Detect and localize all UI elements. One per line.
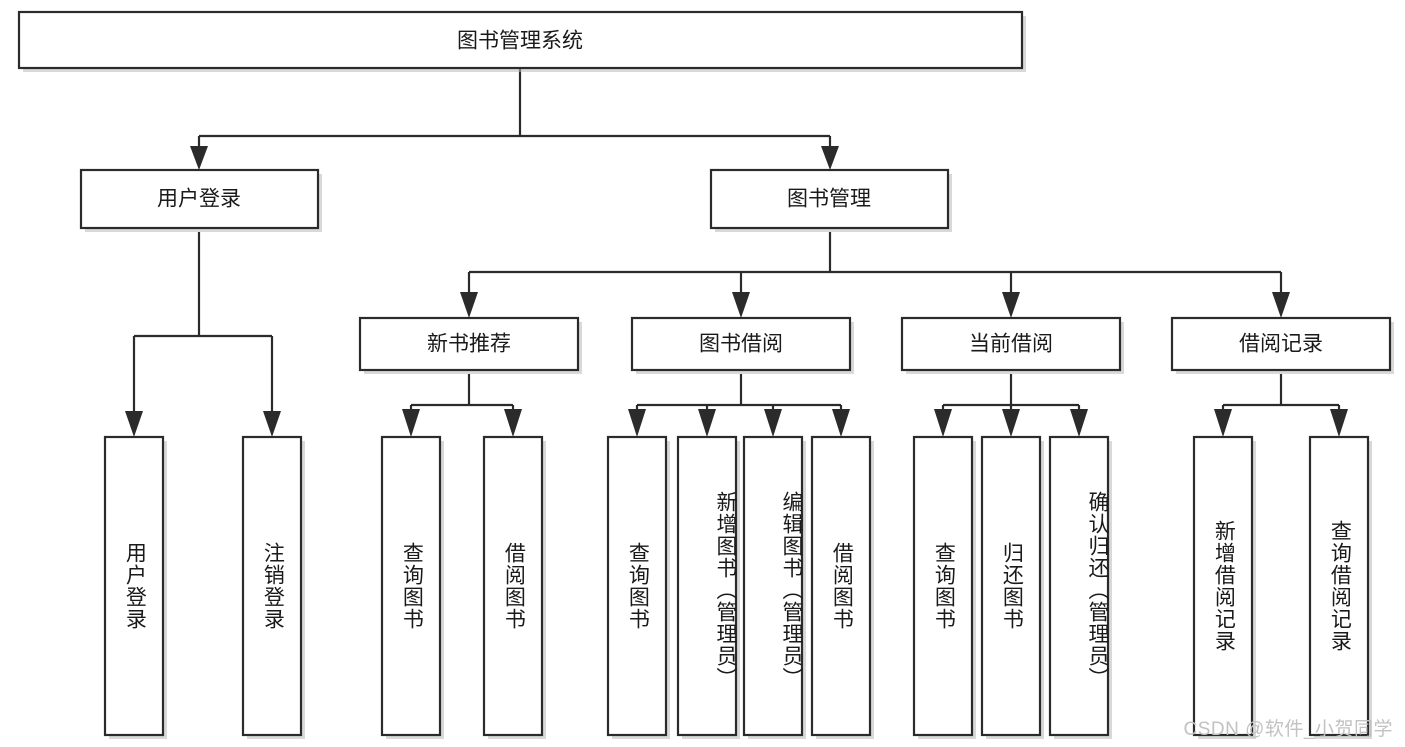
arrow-newbook-leaf-2 <box>504 409 522 437</box>
node-current-borrow-label: 当前借阅 <box>969 333 1053 356</box>
leaf-borrow-record-2[interactable] <box>1308 435 1372 739</box>
leaf-book-borrow-4[interactable] <box>810 435 874 739</box>
leaf-user-login-2[interactable] <box>241 435 305 739</box>
leaf-borrow-record-2-rect <box>1308 435 1370 737</box>
node-current-borrow-rect <box>900 316 1122 372</box>
leaf-book-borrow-3-rect <box>742 435 804 737</box>
arrow-currentborrow-leaf-1 <box>934 409 952 437</box>
arrow-to-bookmgmt <box>821 146 839 170</box>
leaf-user-login-1[interactable] <box>103 435 167 739</box>
leaf-user-login-1-rect <box>103 435 165 737</box>
arrow-to-newbook <box>460 292 478 318</box>
node-user-login-label: 用户登录 <box>157 188 241 211</box>
node-book-borrow-label: 图书借阅 <box>699 333 783 356</box>
node-book-borrow-rect <box>630 316 852 372</box>
connectors-newbook <box>402 374 522 437</box>
arrow-userlogin-leaf-2 <box>263 411 281 437</box>
csdn-watermark: CSDN @软件_小贺同学 <box>1183 719 1393 740</box>
leaf-user-login-2-rect <box>241 435 303 737</box>
arrow-to-userlogin <box>190 146 208 170</box>
leaf-current-borrow-2-rect <box>980 435 1042 737</box>
node-new-book-recommend[interactable]: 新书推荐 <box>358 316 582 374</box>
node-new-book-recommend-label: 新书推荐 <box>427 333 511 356</box>
leaf-new-book-1[interactable] <box>380 435 444 739</box>
leaf-current-borrow-1-rect <box>912 435 974 737</box>
leaf-new-book-2-rect <box>482 435 544 737</box>
leaf-book-borrow-3[interactable] <box>742 435 806 739</box>
leaf-new-book-1-rect <box>380 435 442 737</box>
leaf-book-borrow-2[interactable] <box>676 435 740 739</box>
arrow-bookborrow-leaf-3 <box>764 409 782 437</box>
leaf-book-borrow-2-rect <box>676 435 738 737</box>
arrow-bookborrow-leaf-4 <box>832 409 850 437</box>
node-borrow-record[interactable]: 借阅记录 <box>1170 316 1394 374</box>
connectors-currentborrow <box>934 374 1088 437</box>
arrow-to-currentborrow <box>1002 292 1020 318</box>
connectors-bookborrow <box>628 374 850 437</box>
arrow-currentborrow-leaf-3 <box>1070 409 1088 437</box>
leaf-book-borrow-1-rect <box>606 435 668 737</box>
node-root-rect <box>17 10 1024 70</box>
node-book-borrow[interactable]: 图书借阅 <box>630 316 854 374</box>
node-book-management-label: 图书管理 <box>787 188 871 211</box>
node-borrow-record-rect <box>1170 316 1392 372</box>
arrow-borrowrecord-leaf-2 <box>1330 409 1348 437</box>
connectors-root <box>190 68 839 170</box>
connectors-bookmgmt <box>460 232 1290 318</box>
leaf-borrow-record-1[interactable] <box>1192 435 1256 739</box>
arrow-newbook-leaf-1 <box>402 409 420 437</box>
node-borrow-record-label: 借阅记录 <box>1239 333 1323 356</box>
node-root[interactable]: 图书管理系统 <box>17 10 1026 72</box>
arrow-bookborrow-leaf-2 <box>698 409 716 437</box>
arrow-borrowrecord-leaf-1 <box>1214 409 1232 437</box>
leaf-book-borrow-1[interactable] <box>606 435 670 739</box>
leaf-current-borrow-3-rect <box>1048 435 1110 737</box>
node-book-management[interactable]: 图书管理 <box>709 168 952 232</box>
leaf-current-borrow-1[interactable] <box>912 435 976 739</box>
node-current-borrow[interactable]: 当前借阅 <box>900 316 1124 374</box>
arrow-bookborrow-leaf-1 <box>628 409 646 437</box>
node-new-book-recommend-rect <box>358 316 580 372</box>
node-root-label: 图书管理系统 <box>457 30 583 53</box>
node-user-login-rect <box>79 168 320 230</box>
connectors-userlogin <box>125 232 281 437</box>
leaf-current-borrow-2[interactable] <box>980 435 1044 739</box>
arrow-to-bookborrow <box>732 292 750 318</box>
node-book-management-rect <box>709 168 950 230</box>
connectors-borrowrecord <box>1214 374 1348 437</box>
node-user-login[interactable]: 用户登录 <box>79 168 322 232</box>
arrow-userlogin-leaf-1 <box>125 411 143 437</box>
arrow-to-borrowrecord <box>1272 292 1290 318</box>
leaf-borrow-record-1-rect <box>1192 435 1254 737</box>
leaf-new-book-2[interactable] <box>482 435 546 739</box>
leaf-current-borrow-3[interactable] <box>1048 435 1112 739</box>
leaf-book-borrow-4-rect <box>810 435 872 737</box>
arrow-currentborrow-leaf-2 <box>1002 409 1020 437</box>
